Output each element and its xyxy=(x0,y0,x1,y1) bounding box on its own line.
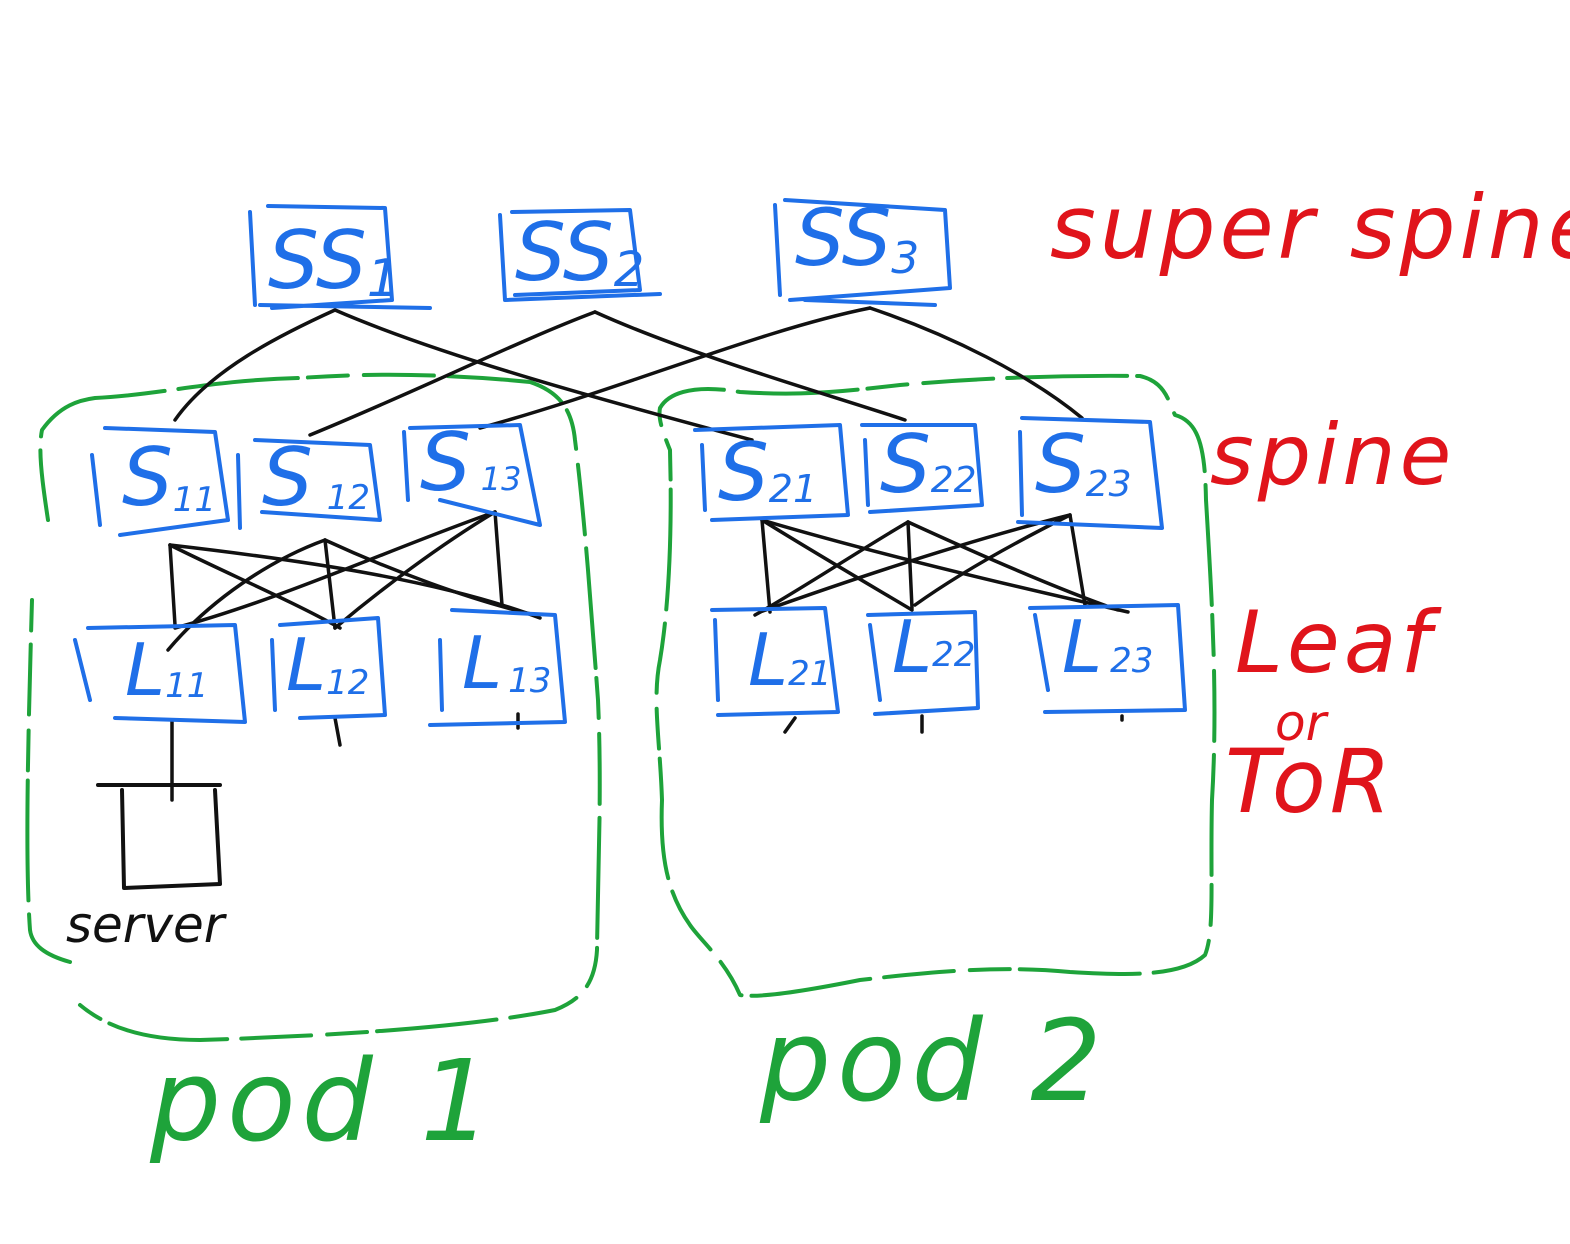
pod-1-mesh-links xyxy=(166,510,542,652)
link-ss3-s13 xyxy=(478,306,872,430)
link-s22-l23 xyxy=(906,520,1120,612)
leaf-downlinks xyxy=(170,712,1124,802)
pod-2-label: pod 2 xyxy=(759,997,1108,1127)
node-l12-box xyxy=(270,616,387,720)
stub-l12 xyxy=(333,716,342,747)
link-s11-l11 xyxy=(168,543,177,627)
server-box xyxy=(96,783,222,890)
node-l23-box xyxy=(1028,603,1187,714)
node-s21-box xyxy=(693,423,850,522)
pod-2-border xyxy=(654,373,1217,998)
node-ss3-box xyxy=(773,198,952,307)
node-l22-box xyxy=(866,610,980,716)
link-s11-l12 xyxy=(168,543,342,630)
node-l13-box xyxy=(428,608,567,727)
super-spine-nodes xyxy=(248,198,952,310)
node-ss2 xyxy=(498,208,662,302)
node-s12-box xyxy=(236,438,382,530)
link-s22-l22 xyxy=(906,520,914,610)
link-ss2-s22 xyxy=(593,310,907,422)
node-s13-box xyxy=(402,423,542,527)
stub-l21 xyxy=(783,716,797,734)
link-ss1-s11 xyxy=(173,308,337,422)
node-s11-label: S11 xyxy=(122,431,216,524)
pod-2-mesh-links xyxy=(753,513,1130,617)
node-l11-label: L11 xyxy=(125,628,208,712)
link-ss3-s23 xyxy=(868,306,1084,420)
node-l11-box xyxy=(73,623,247,724)
tier-label-leaf: Leaf xyxy=(1235,593,1443,693)
node-ss1-box xyxy=(248,204,432,310)
server-label: server xyxy=(66,896,228,954)
pod-1-label: pod 1 xyxy=(149,1037,498,1167)
link-s12-l11 xyxy=(166,538,327,652)
link-s12-l12 xyxy=(323,538,337,630)
node-l21-label: L21 xyxy=(748,618,831,702)
link-s13-l12 xyxy=(333,510,497,630)
node-ss1 xyxy=(248,204,432,310)
link-s11-l13 xyxy=(168,543,542,620)
node-ss3 xyxy=(773,198,952,307)
node-ss2-box xyxy=(498,208,662,302)
link-s22-l21 xyxy=(753,520,910,617)
link-s23-l23 xyxy=(1068,513,1087,607)
pod-1-spine-nodes xyxy=(90,423,542,537)
tier-label-spine: spine xyxy=(1210,406,1455,504)
pod-1-border xyxy=(25,372,602,1042)
pod-1-leaf-nodes xyxy=(73,608,567,727)
pod-2-leaf-nodes xyxy=(710,603,1187,717)
link-s21-l22 xyxy=(760,518,914,612)
tier-label-or: or xyxy=(1275,694,1330,752)
node-l12-label: L12 xyxy=(286,623,369,707)
pod-2-spine-nodes xyxy=(693,416,1164,530)
tier-label-super-spine: super spine xyxy=(1050,176,1570,279)
node-s21-label: S21 xyxy=(718,426,817,519)
link-ss2-s12 xyxy=(308,310,597,437)
link-ss1-s21 xyxy=(333,308,754,442)
link-s12-l13 xyxy=(323,538,537,617)
link-s13-l13 xyxy=(493,510,504,607)
super-spine-links xyxy=(173,306,1084,442)
link-s23-l21 xyxy=(758,513,1072,614)
node-ss3-label: SS3 xyxy=(795,194,919,284)
node-l21-box xyxy=(710,606,840,717)
link-s21-l21 xyxy=(760,518,772,614)
tier-label-tor: ToR xyxy=(1225,730,1395,833)
node-ss1-label: SS1 xyxy=(268,214,400,309)
node-s23-label: S23 xyxy=(1035,418,1132,511)
node-s11-box xyxy=(90,426,230,537)
node-ss2-label: SS2 xyxy=(515,206,644,299)
node-l22-label: L22 xyxy=(892,605,975,689)
link-s13-l11 xyxy=(173,510,497,630)
node-s22-label: S22 xyxy=(880,418,977,511)
node-s22-box xyxy=(860,423,984,514)
node-s23-box xyxy=(1016,416,1164,530)
link-s23-l22 xyxy=(913,513,1072,607)
